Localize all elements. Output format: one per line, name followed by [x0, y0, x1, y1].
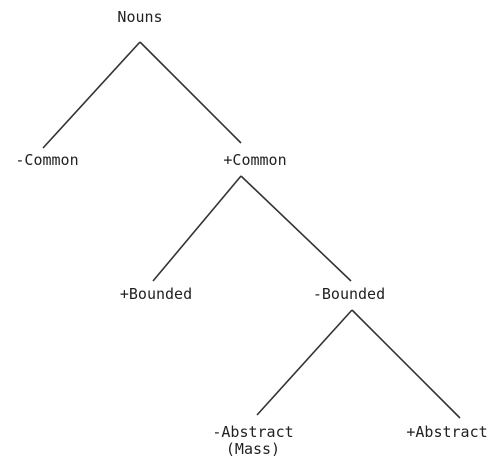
- edge-nouns-to-common-pos: [139, 41, 242, 144]
- node-common-negative: -Common: [15, 152, 78, 169]
- edge-nouns-to-common-neg: [42, 41, 141, 149]
- node-nouns-label: Nouns: [117, 8, 163, 26]
- node-nouns: Nouns: [117, 9, 162, 26]
- node-bounded-negative-label: -Bounded: [312, 285, 386, 303]
- node-bounded-positive-label: +Bounded: [119, 285, 193, 303]
- node-common-positive: +Common: [223, 152, 286, 169]
- edge-bounded-neg-to-abstract-pos: [351, 309, 461, 419]
- node-common-negative-label: -Common: [15, 151, 79, 169]
- edge-common-pos-to-bounded-pos: [152, 175, 242, 282]
- node-bounded-positive: +Bounded: [120, 286, 192, 303]
- node-abstract-positive-label: +Abstract: [406, 423, 488, 441]
- node-abstract-negative-label: -Abstract: [212, 423, 294, 441]
- node-abstract-negative-sublabel: (Mass): [225, 440, 281, 458]
- node-common-positive-label: +Common: [223, 151, 287, 169]
- node-abstract-negative: -Abstract (Mass): [212, 424, 293, 458]
- node-bounded-negative: -Bounded: [313, 286, 385, 303]
- node-abstract-positive: +Abstract: [406, 424, 487, 441]
- edge-bounded-neg-to-abstract-neg: [256, 309, 353, 416]
- edge-common-pos-to-bounded-neg: [240, 175, 352, 282]
